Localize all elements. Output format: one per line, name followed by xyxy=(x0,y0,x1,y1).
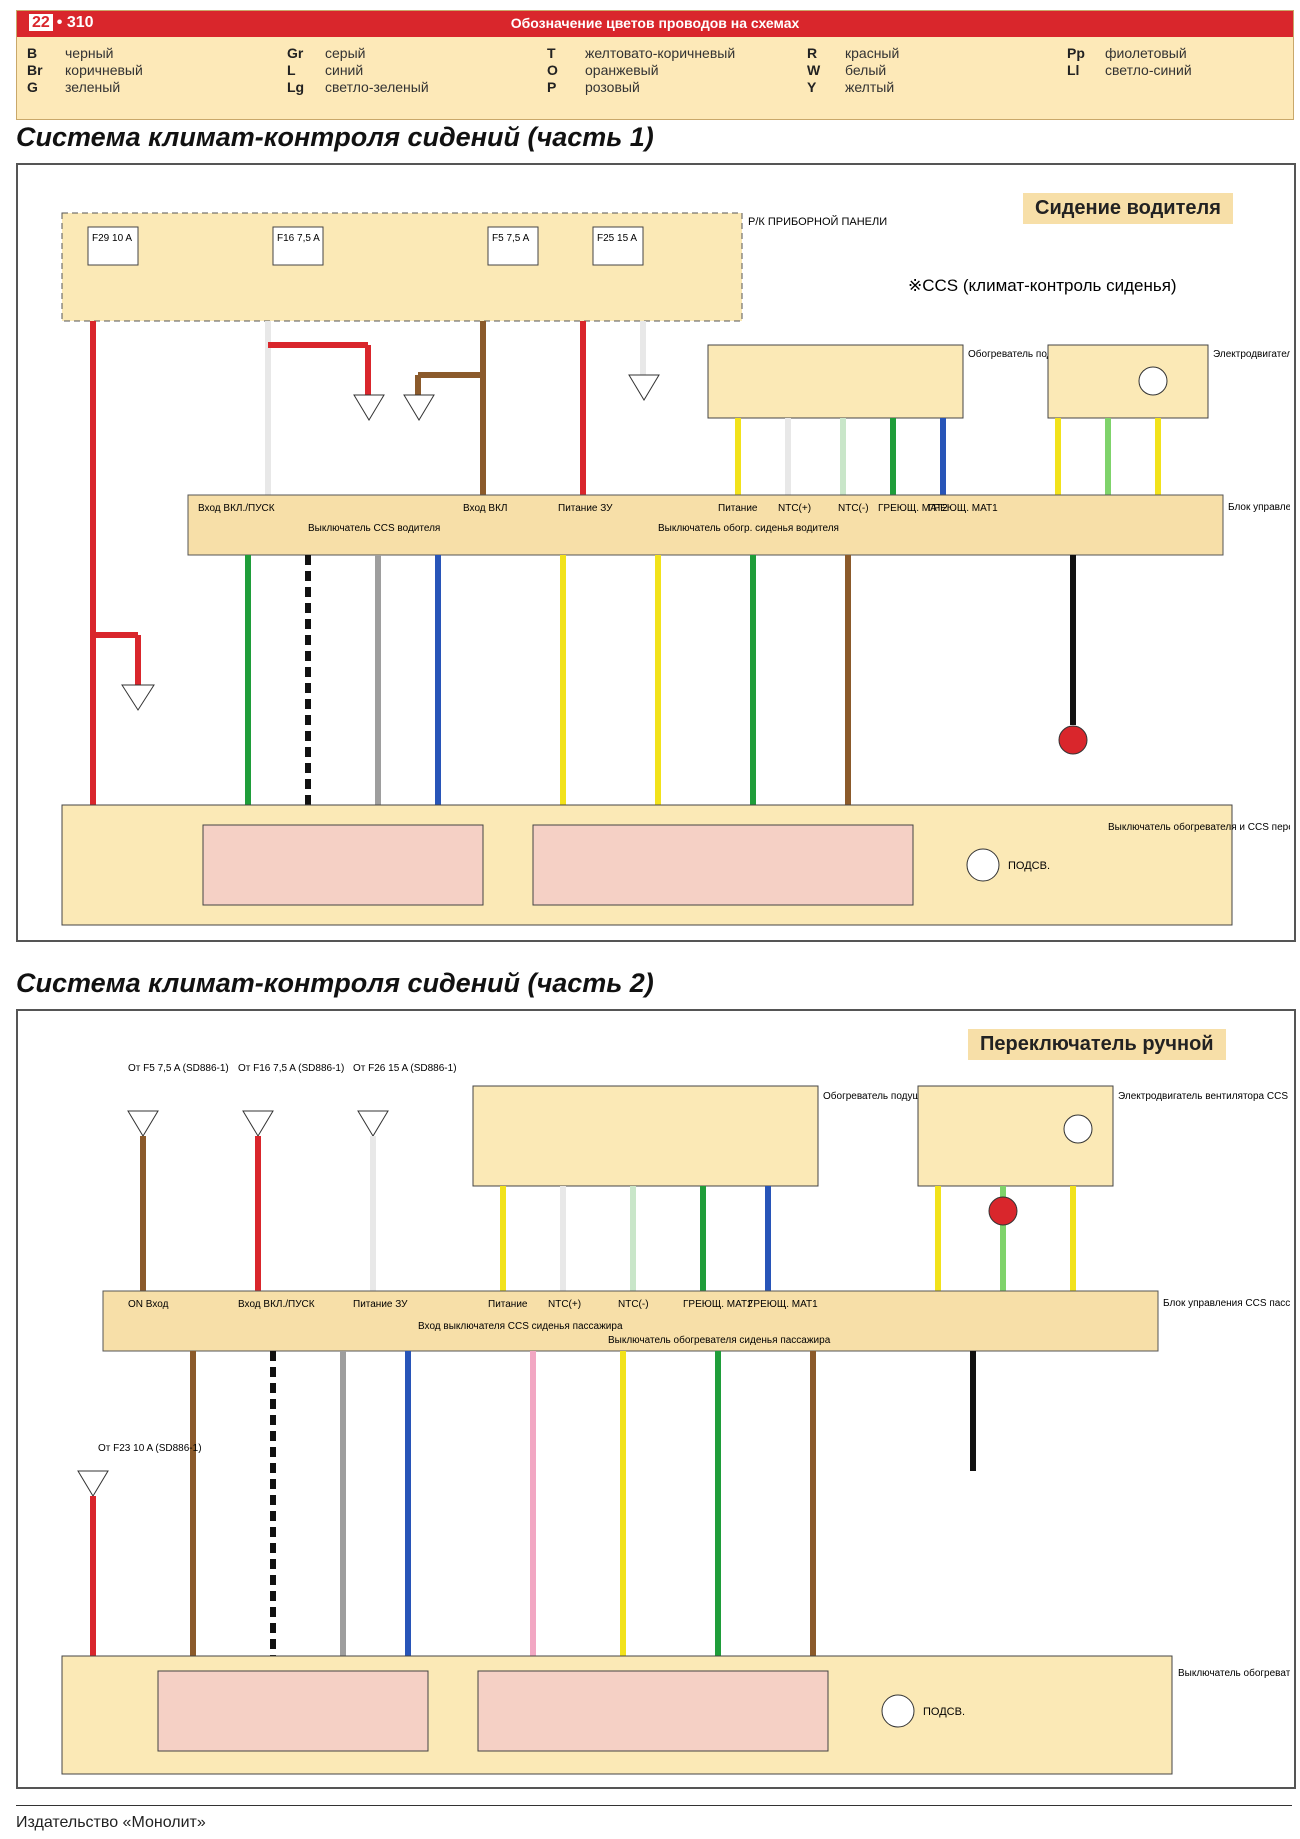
pin-label: Питание xyxy=(718,503,758,514)
connector-d xyxy=(121,684,155,711)
podsv-label: ПОДСВ. xyxy=(1008,860,1050,872)
part1-tag: Сидение водителя xyxy=(1023,193,1233,224)
module-label: Блок управления CCS водителя xyxy=(1228,502,1290,513)
heater-switch-label: Выключатель обогр. сиденья водителя xyxy=(658,522,839,534)
pin-label: Вход ВКЛ xyxy=(463,503,507,514)
pin-label: ГРЕЮЩ. МАТ1 xyxy=(748,1299,818,1310)
switch-label: Выключатель CCS водителя xyxy=(308,523,440,534)
pin-label: ON Вход xyxy=(128,1299,169,1310)
part2-tag: Переключатель ручной xyxy=(968,1029,1226,1060)
pin-label: ГРЕЮЩ. МАТ2 xyxy=(878,503,948,514)
ccs-note: ※CCS (климат-контроль сиденья) xyxy=(908,276,1177,295)
podsv-label: ПОДСВ. xyxy=(923,1706,965,1718)
pin-label: Вход ВКЛ./ПУСК xyxy=(238,1299,315,1310)
bottom-label: Выключатель обогревателя и CCS передних … xyxy=(1108,821,1290,833)
page-box: 22 xyxy=(29,14,53,31)
pin-label: NTC(+) xyxy=(778,503,811,514)
backlight-icon xyxy=(966,848,1000,882)
backlight-icon xyxy=(881,1694,915,1728)
page-num-text: 310 xyxy=(66,14,94,31)
pin-label: Питание xyxy=(488,1299,528,1310)
fuse-f5 xyxy=(487,226,539,266)
wire-color-legend: 22• 310 Обозначение цветов проводов на с… xyxy=(16,10,1294,120)
fan-box xyxy=(1047,344,1209,419)
heater-switch-label: Выключатель обогревателя сиденья пассажи… xyxy=(608,1334,831,1346)
connector-d xyxy=(77,1470,109,1497)
passenger-ccs-module xyxy=(102,1290,1159,1352)
part1-schematic: Р/К ПРИБОРНОЙ ПАНЕЛИ F29 10 A F16 7,5 A … xyxy=(61,212,1300,926)
fan-label: Электродвигатель вентилятора CCS водител… xyxy=(1213,349,1290,360)
part2-diagram: Переключатель ручной От F5 7,5 A (SD886-… xyxy=(16,1009,1300,1789)
footer-divider xyxy=(16,1805,1292,1806)
pin-label: NTC(-) xyxy=(618,1299,649,1310)
fuse-label: От F26 15 A (SD886-1) xyxy=(353,1063,457,1074)
connector-c xyxy=(127,1110,159,1137)
publisher-footer: Издательство «Монолит» xyxy=(16,1814,206,1831)
heater-switch xyxy=(477,1670,829,1752)
connector-a xyxy=(357,1110,389,1137)
fuse-label: От F16 7,5 A (SD886-1) xyxy=(238,1063,344,1074)
heater-switch xyxy=(532,824,914,906)
heater-box xyxy=(472,1085,819,1187)
pin-label: NTC(+) xyxy=(548,1299,581,1310)
ground-icon xyxy=(1058,725,1088,755)
ccs-switch xyxy=(202,824,484,906)
connector-b xyxy=(353,394,385,421)
fuse-f25-label: F25 15 A xyxy=(597,233,637,244)
fuse-label: От F23 10 A (SD886-1) xyxy=(98,1443,202,1454)
pin-label: NTC(-) xyxy=(838,503,869,514)
page-number: 22• 310 xyxy=(29,14,94,32)
fuse-box-label: Р/К ПРИБОРНОЙ ПАНЕЛИ xyxy=(748,215,887,228)
part2-title: Система климат-контроля сидений (часть 2… xyxy=(16,968,654,998)
fuse-label: От F5 7,5 A (SD886-1) xyxy=(128,1063,229,1074)
driver-ccs-module xyxy=(187,494,1224,556)
fuse-f29-label: F29 10 A xyxy=(92,233,132,244)
fuse-f16 xyxy=(272,226,324,266)
connector-b xyxy=(242,1110,274,1137)
fuse-f16-label: F16 7,5 A xyxy=(277,233,320,244)
ccs-switch xyxy=(157,1670,429,1752)
fan-label: Электродвигатель вентилятора CCS пассажи… xyxy=(1118,1091,1290,1102)
legend-title: Обозначение цветов проводов на схемах xyxy=(510,15,800,31)
bottom-label: Выключатель обогревателя и CCS передних … xyxy=(1178,1667,1290,1679)
fuse-f5-label: F5 7,5 A xyxy=(492,233,530,244)
fuse-f25 xyxy=(592,226,644,266)
module-label: Блок управления CCS пассажира xyxy=(1163,1298,1290,1309)
part1-diagram: Сидение водителя Р/К ПРИБОРНОЙ ПАНЕЛИ F2… xyxy=(16,163,1300,942)
legend-header-bar: 22• 310 Обозначение цветов проводов на с… xyxy=(17,11,1293,37)
connector-c xyxy=(403,394,435,421)
pin-label: Вход ВКЛ./ПУСК xyxy=(198,503,275,514)
pin-label: ГРЕЮЩ. МАТ1 xyxy=(928,503,998,514)
switch-label: Вход выключателя CCS сиденья пассажира xyxy=(418,1321,623,1332)
pin-label: Питание ЗУ xyxy=(558,503,613,514)
part2-schematic: От F5 7,5 A (SD886-1) От F16 7,5 A (SD88… xyxy=(61,1063,1300,1775)
fan-motor-icon xyxy=(1138,366,1168,396)
pin-label: ГРЕЮЩ. МАТ2 xyxy=(683,1299,753,1310)
connector-a xyxy=(628,374,660,401)
ground-icon xyxy=(988,1196,1018,1226)
pin-label: Питание ЗУ xyxy=(353,1299,408,1310)
heater-box xyxy=(707,344,964,419)
fan-motor-icon xyxy=(1063,1114,1093,1144)
fuse-f29 xyxy=(87,226,139,266)
part1-title: Система климат-контроля сидений (часть 1… xyxy=(16,122,654,152)
